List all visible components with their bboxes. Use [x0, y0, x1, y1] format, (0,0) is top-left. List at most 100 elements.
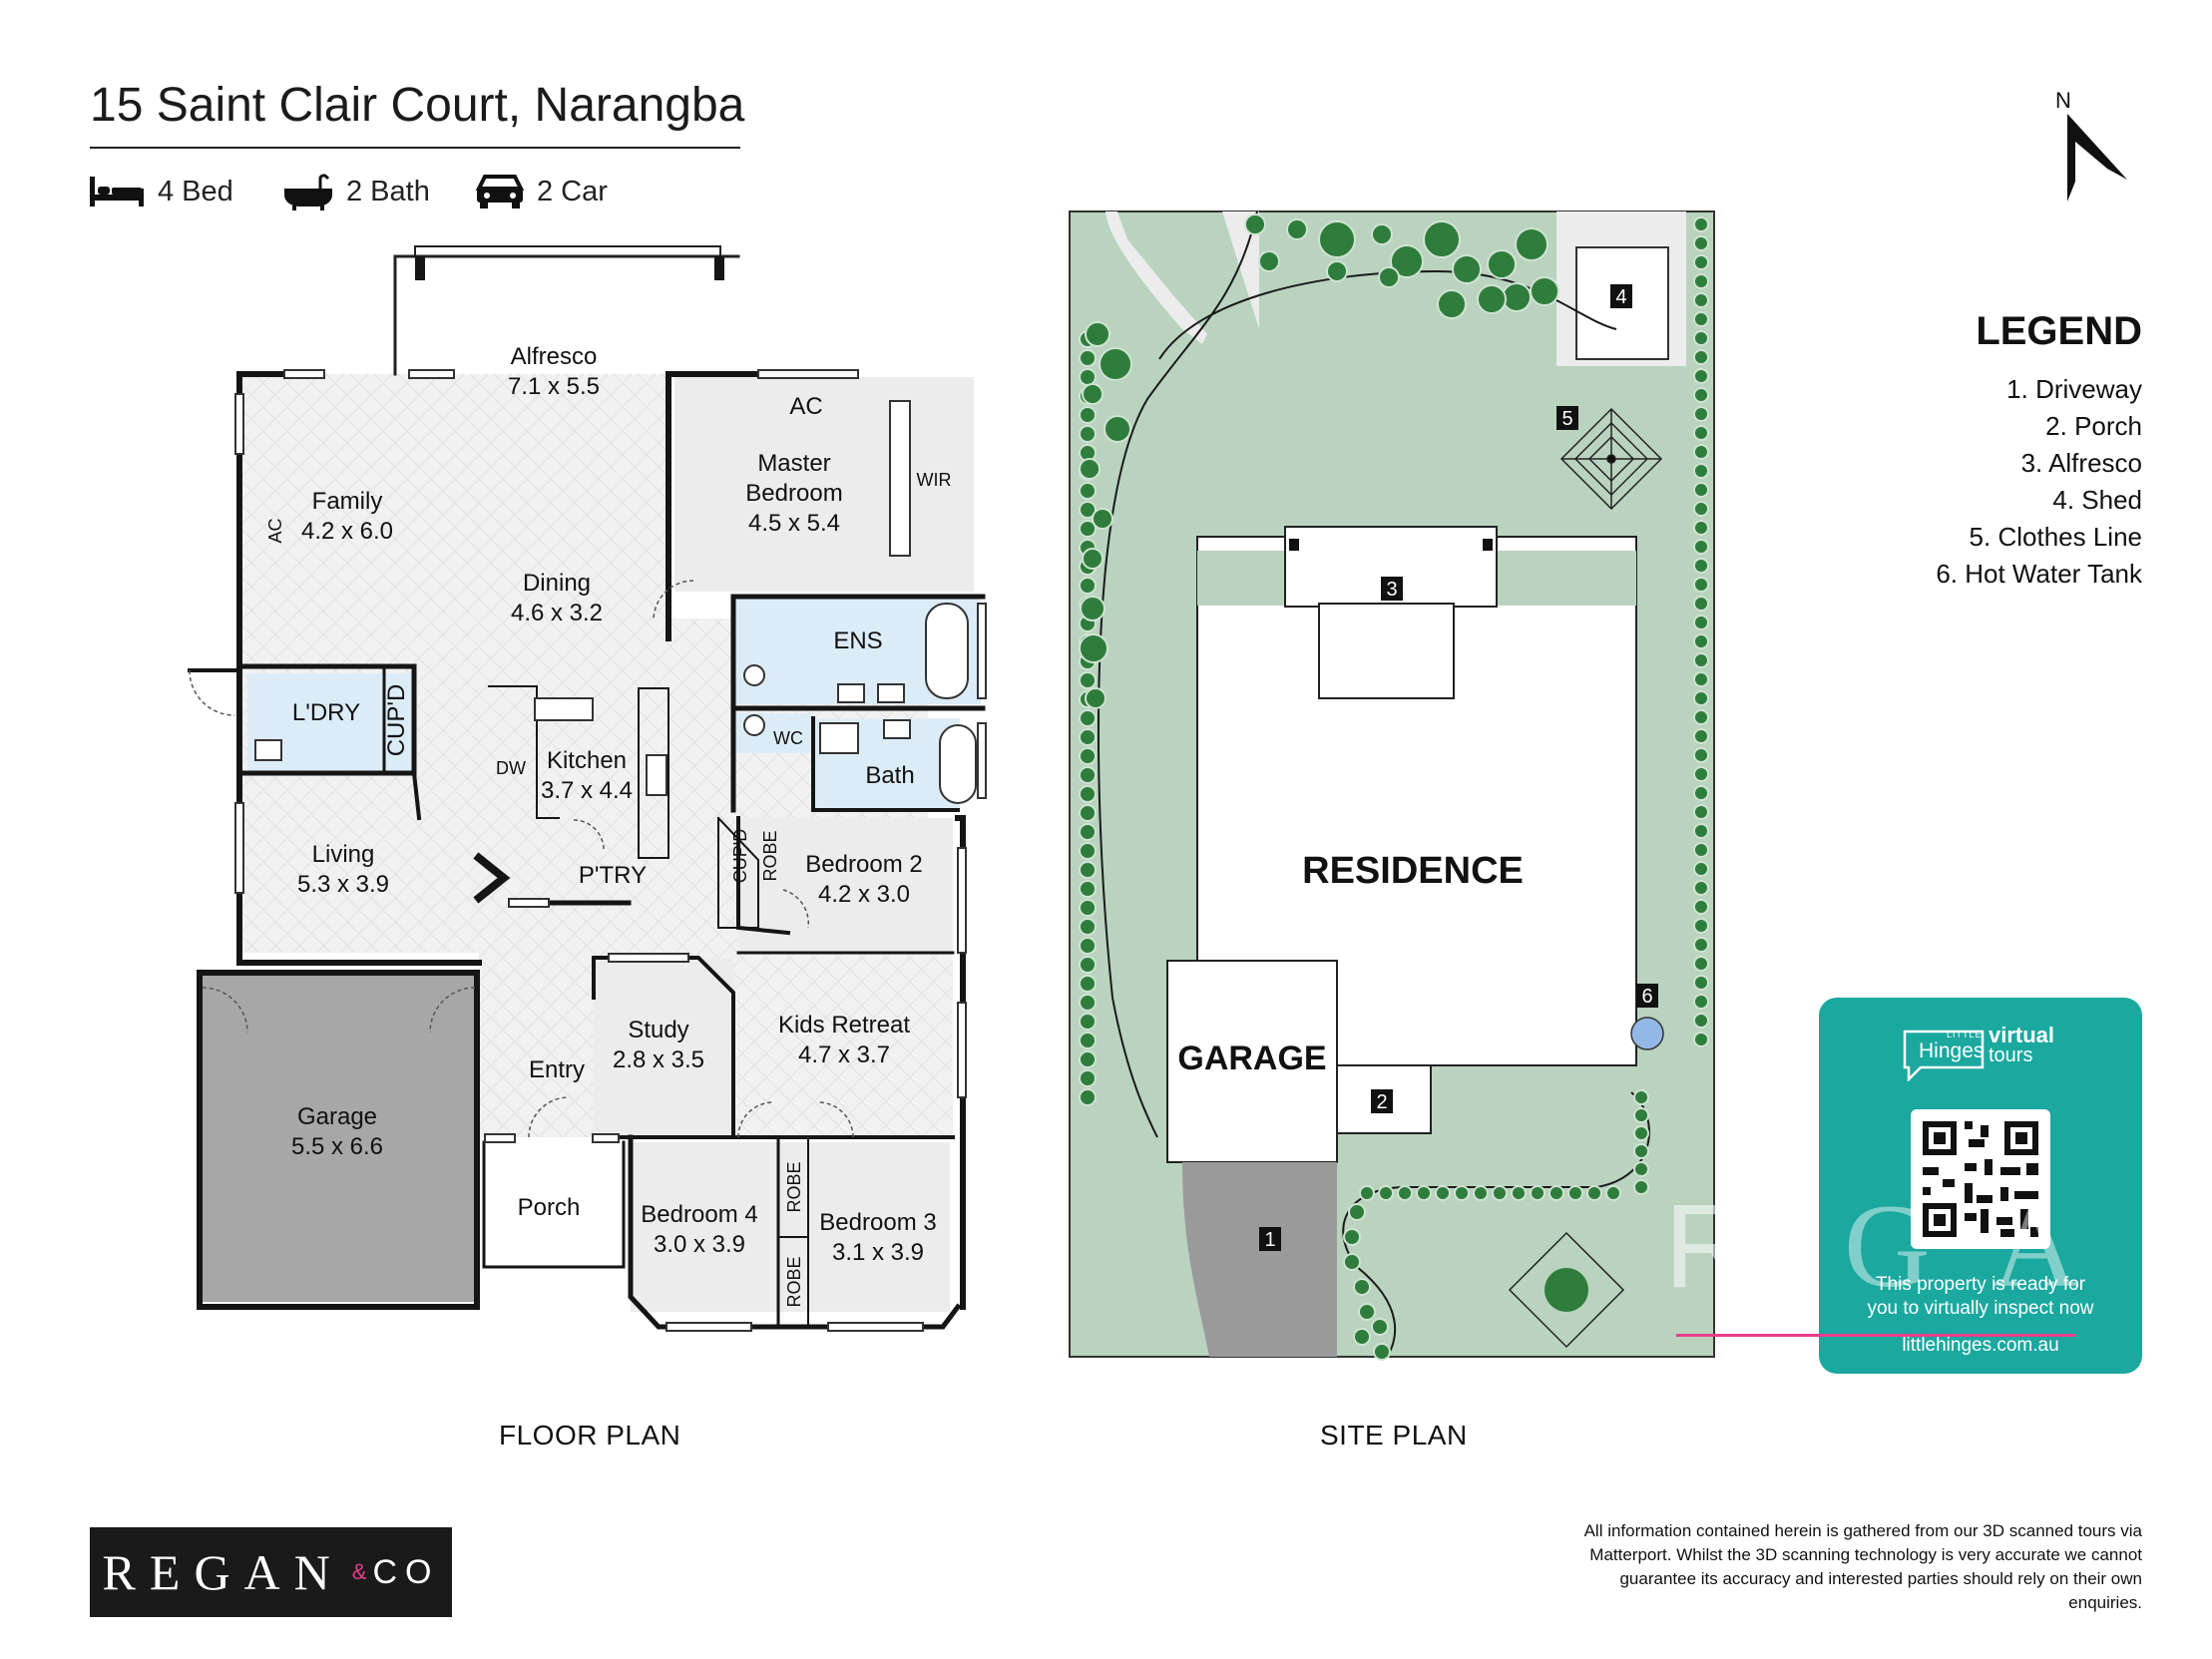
hot-water-tank [1630, 1017, 1664, 1050]
brand-little: LITTLE [1947, 1030, 1983, 1039]
tree-icon [1085, 687, 1106, 709]
tree-icon [1452, 254, 1482, 284]
tree-icon [1371, 1318, 1389, 1336]
tree-icon [1693, 671, 1709, 687]
tree-icon [1082, 383, 1104, 405]
watermark-underline [1676, 1334, 2075, 1337]
tree-icon [1390, 244, 1424, 278]
tree-icon [1353, 1328, 1371, 1346]
shower-base [819, 722, 859, 754]
room-bed3-dims: 3.1 x 3.9 [832, 1239, 924, 1266]
tree-icon [1244, 213, 1266, 235]
ensuite-basin-1 [837, 683, 865, 703]
legend-item-hot-water-tank: 6. Hot Water Tank [1936, 559, 2142, 589]
brand-tours-text: tours [1989, 1044, 2033, 1066]
marker-4: 4 [1615, 286, 1626, 308]
brand-hinges-text: Hinges [1919, 1039, 1985, 1062]
room-family-name: Family [312, 488, 383, 515]
tree-icon [1079, 861, 1097, 879]
room-ensuite-name: ENS [833, 627, 882, 654]
tree-icon [1079, 1032, 1097, 1049]
svg-text:R: R [1664, 1179, 1751, 1313]
tree-icon [1397, 1185, 1413, 1201]
tree-icon [1079, 785, 1097, 803]
tree-icon [1079, 425, 1097, 443]
wc-label: WC [773, 728, 803, 748]
logo-main-text: REGAN [102, 1544, 344, 1600]
room-kids-retreat-dims: 4.7 x 3.7 [798, 1041, 890, 1068]
tree-icon [1693, 861, 1709, 877]
bath-count: 2 Bath [346, 175, 430, 207]
marker-5: 5 [1561, 408, 1572, 430]
legend-item-driveway: 1. Driveway [2006, 374, 2142, 404]
tree-icon [1286, 218, 1308, 240]
tree-icon [1378, 1185, 1394, 1201]
virtual-tour-url[interactable]: littlehinges.com.au [1902, 1335, 2059, 1356]
room-bed4-name: Bedroom 4 [641, 1201, 757, 1228]
brand-virtual-text: virtual [1989, 1023, 2055, 1047]
tree-icon [1258, 250, 1280, 272]
tree-icon [1318, 220, 1356, 258]
tree-icon [1343, 1228, 1361, 1246]
master-bath-tub [925, 603, 969, 699]
floor-fills [200, 374, 981, 1312]
tree-icon [1693, 406, 1709, 422]
tree-icon [1079, 747, 1097, 765]
bed-icon [90, 177, 144, 207]
tree-icon [1693, 918, 1709, 934]
tree-icon [1492, 1185, 1508, 1201]
garden-bed-edge [1097, 210, 1258, 1138]
cupd-bed2-label: CUP'D [730, 829, 750, 883]
tree-icon [1079, 899, 1097, 917]
room-dining-dims: 4.6 x 3.2 [511, 600, 603, 626]
tree-icon [1079, 1069, 1097, 1087]
tree-icon [1567, 1185, 1583, 1201]
tree-icon [1079, 994, 1097, 1012]
main-bath-tub [939, 724, 977, 804]
property-address: 15 Saint Clair Court, Narangba [90, 79, 745, 132]
bath-basin [883, 719, 911, 739]
room-garage-name: Garage [297, 1103, 377, 1130]
tree-icon [1693, 463, 1709, 479]
tree-icon [1079, 918, 1097, 936]
room-master-name-1: Master [757, 450, 830, 477]
tree-icon [1079, 823, 1097, 841]
virtual-tour-message: This property is ready for you to virtua… [1819, 1273, 2142, 1321]
tree-icon [1693, 368, 1709, 384]
cupd-laundry-label: CUP'D [383, 684, 410, 757]
compass-label: N [2055, 88, 2071, 113]
room-kids-retreat-name: Kids Retreat [778, 1012, 910, 1038]
garage-footprint [1166, 960, 1338, 1163]
legend-list: 1. Driveway 2. Porch 3. Alfresco 4. Shed… [1743, 371, 2142, 593]
walls [188, 245, 986, 1330]
bath-feature: 2 Bath [282, 170, 430, 213]
room-bed2-name: Bedroom 2 [805, 851, 922, 878]
site-plan: RESIDENCE GARAGE 1 2 3 4 5 6 R [1069, 210, 1751, 1361]
tree-icon [1693, 823, 1709, 839]
tree-icon [1605, 1185, 1621, 1201]
virtual-tour-card[interactable]: LITTLE Hinges virtual tours This propert… [1819, 998, 2142, 1374]
legend-item-clothes-line: 5. Clothes Line [1969, 522, 2142, 552]
legend-item-alfresco: 3. Alfresco [2020, 448, 2142, 478]
tree-icon [1080, 596, 1106, 622]
tree-icon [1693, 1013, 1709, 1029]
north-arrow-icon [2067, 114, 2127, 202]
clothes-line [1559, 407, 1663, 511]
tree-icon [1530, 1185, 1546, 1201]
qr-code-icon[interactable] [1911, 1109, 2050, 1249]
car-feature: 2 Car [475, 170, 608, 213]
bath-icon [284, 174, 332, 210]
driveway [1182, 1162, 1337, 1357]
tree-icon [1079, 1013, 1097, 1031]
marker-6: 6 [1641, 986, 1652, 1008]
tree-icon [1373, 1343, 1391, 1361]
room-bed3-name: Bedroom 3 [819, 1209, 936, 1236]
room-entry-name: Entry [529, 1056, 585, 1083]
tree-icon [1693, 444, 1709, 460]
robe-bed2-label: ROBE [760, 830, 780, 881]
room-living-dims: 5.3 x 3.9 [297, 871, 389, 898]
tree-icon [1633, 1161, 1649, 1177]
room-master-name-2: Bedroom [745, 480, 842, 507]
speech-bubble-icon [1903, 1030, 1985, 1081]
watermark-letter-g: G [1844, 1179, 1992, 1312]
